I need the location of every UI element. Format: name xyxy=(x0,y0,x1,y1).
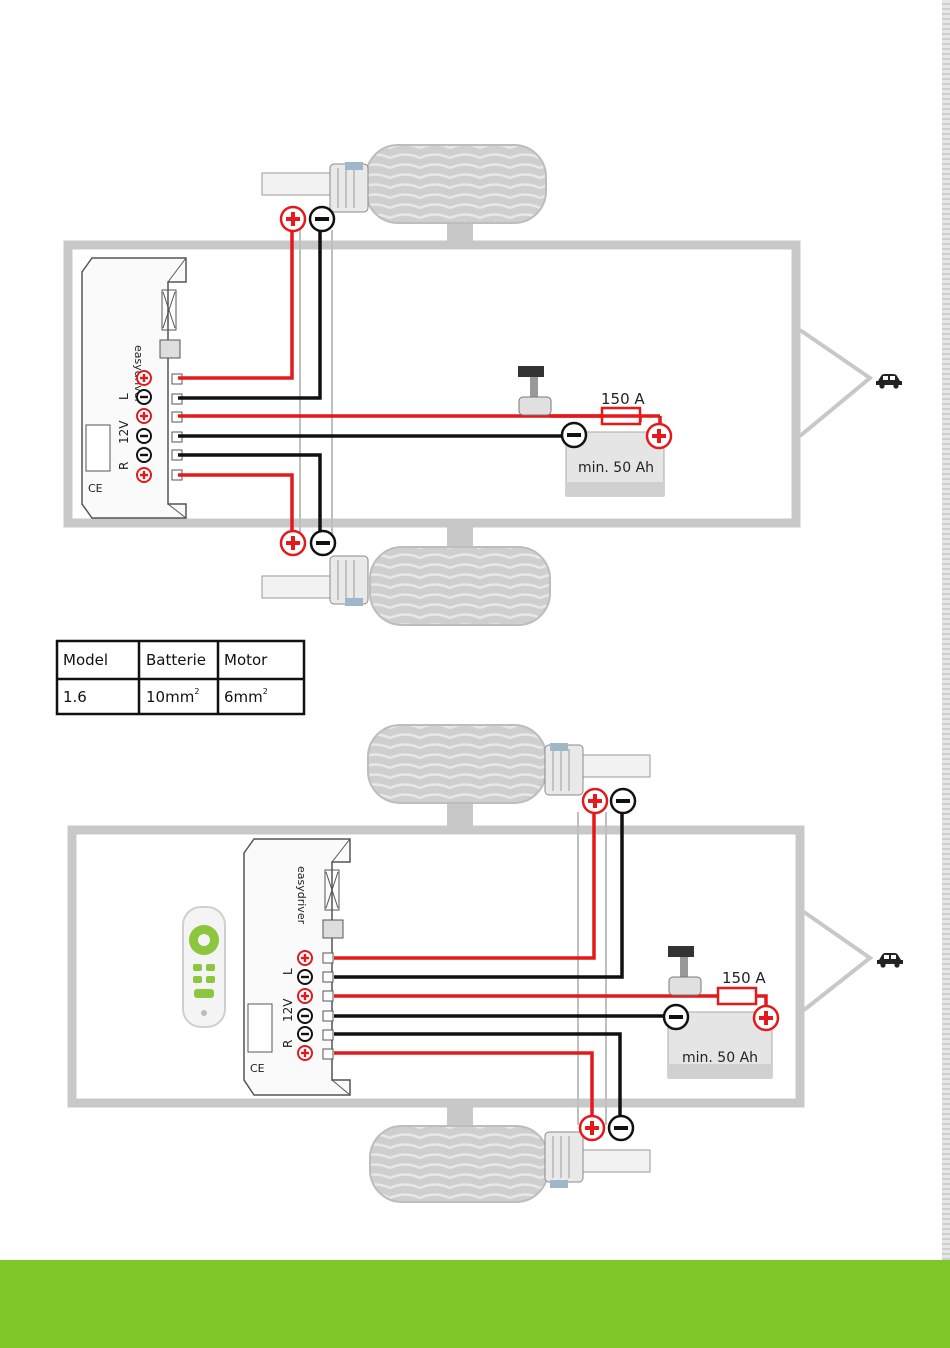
fuse-symbol xyxy=(718,988,756,1004)
terminals-top xyxy=(137,207,671,555)
table-cell-motor: 6mm2 xyxy=(224,687,268,706)
plus-terminal-icon xyxy=(583,789,607,813)
minus-terminal-icon xyxy=(664,1005,688,1029)
port-label-voltage: 12V xyxy=(117,420,131,444)
display-window xyxy=(248,1004,272,1052)
drawbar xyxy=(804,912,870,1010)
motor-upper xyxy=(262,162,368,212)
box-terminal-plus xyxy=(137,371,151,385)
plus-terminal-icon xyxy=(281,207,305,231)
brand-label: easydriver xyxy=(295,866,308,925)
table-cell-model: 1.6 xyxy=(63,688,87,706)
control-box: easydriver CE L 12V R xyxy=(244,839,350,1095)
wire-motor-lower-positive xyxy=(178,475,292,543)
battery-label: min. 50 Ah xyxy=(682,1050,758,1066)
superscript: 2 xyxy=(263,687,268,696)
port-label-right: R xyxy=(117,462,131,470)
remote-control-icon xyxy=(183,907,225,1027)
box-terminal-plus xyxy=(137,409,151,423)
plus-terminal-icon xyxy=(281,531,305,555)
fuse-label: 150 A xyxy=(722,969,766,987)
superscript: 2 xyxy=(194,687,199,696)
control-box: easydriver CE L 12V R xyxy=(82,258,186,518)
display-window xyxy=(86,425,110,471)
table-cell-battery: 10mm2 xyxy=(146,687,199,706)
box-terminal-plus xyxy=(137,468,151,482)
box-terminal-minus xyxy=(298,970,312,984)
ce-mark: CE xyxy=(88,482,103,495)
table-header-motor: Motor xyxy=(224,651,268,669)
port-label-left: L xyxy=(281,968,295,975)
plus-terminal-icon xyxy=(580,1116,604,1140)
diagram-bottom: easydriver CE L 12V R 150 A xyxy=(72,725,903,1202)
minus-terminal-icon xyxy=(562,423,586,447)
ce-mark: CE xyxy=(250,1062,265,1075)
box-terminal-minus xyxy=(298,1027,312,1041)
plus-terminal-icon xyxy=(647,424,671,448)
minus-terminal-icon xyxy=(611,789,635,813)
minus-terminal-icon xyxy=(311,531,335,555)
minus-terminal-icon xyxy=(310,207,334,231)
tire-upper xyxy=(366,145,546,223)
main-switch-icon xyxy=(518,366,551,415)
port-label-right: R xyxy=(281,1040,295,1048)
plus-terminal-icon xyxy=(754,1006,778,1030)
box-terminal-minus xyxy=(137,429,151,443)
table-header-model: Model xyxy=(63,651,108,669)
tire-lower xyxy=(370,547,550,625)
minus-terminal-icon xyxy=(609,1116,633,1140)
table-header-battery: Batterie xyxy=(146,651,206,669)
battery-label: min. 50 Ah xyxy=(578,460,654,476)
motor-lower xyxy=(545,1132,650,1188)
tire-upper xyxy=(368,725,546,803)
tire-lower xyxy=(370,1126,548,1202)
terminals-bottom xyxy=(298,789,778,1140)
table-cell-battery-value: 10mm xyxy=(146,688,194,706)
cable-table: Model Batterie Motor 1.6 10mm2 6mm2 xyxy=(57,641,304,714)
drawbar xyxy=(800,330,870,436)
footer-bar xyxy=(0,1260,950,1348)
box-terminal-plus xyxy=(298,989,312,1003)
motor-lower xyxy=(262,556,368,606)
fuse-label: 150 A xyxy=(601,390,645,408)
port-label-voltage: 12V xyxy=(281,998,295,1022)
motor-upper xyxy=(545,743,650,795)
car-icon xyxy=(877,953,903,968)
diagram-top: easydriver CE L 12V R xyxy=(68,145,902,625)
main-switch-icon xyxy=(668,946,701,995)
table-cell-motor-value: 6mm xyxy=(224,688,263,706)
wire-motor-lower-negative xyxy=(178,455,320,543)
car-icon xyxy=(876,374,902,389)
wiring-diagram-canvas: easydriver CE L 12V R xyxy=(0,0,950,1260)
box-terminal-minus xyxy=(137,448,151,462)
box-terminal-minus xyxy=(137,390,151,404)
port-label-left: L xyxy=(117,393,131,400)
box-terminal-plus xyxy=(298,951,312,965)
box-terminal-minus xyxy=(298,1009,312,1023)
box-terminal-plus xyxy=(298,1046,312,1060)
